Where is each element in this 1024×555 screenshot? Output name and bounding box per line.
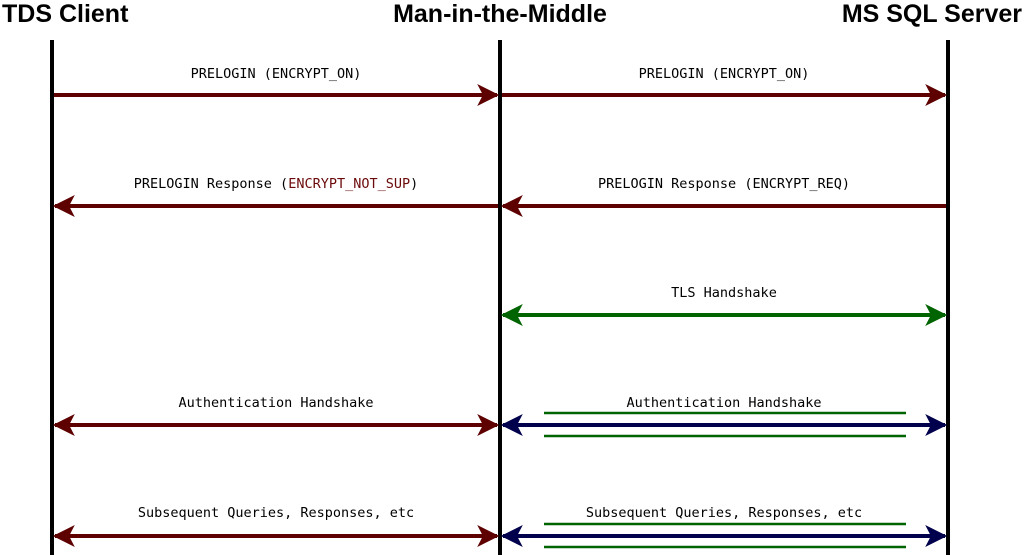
encrypt-not-sup-highlight: ENCRYPT_NOT_SUP [288, 176, 410, 192]
message-label-auth-client: Authentication Handshake [178, 395, 373, 411]
participant-mitm: Man-in-the-Middle [393, 0, 607, 28]
message-label-prelogin-response-client: PRELOGIN Response (ENCRYPT_NOT_SUP) [134, 176, 419, 192]
message-label-queries-client: Subsequent Queries, Responses, etc [138, 505, 414, 521]
message-label-queries-mitm: Subsequent Queries, Responses, etc [586, 505, 862, 521]
participant-client: TDS Client [2, 0, 129, 28]
participant-server: MS SQL Server [842, 0, 1022, 28]
message-label-prelogin-response-mitm: PRELOGIN Response (ENCRYPT_REQ) [598, 176, 850, 192]
message-label-prelogin-client: PRELOGIN (ENCRYPT_ON) [191, 66, 362, 82]
message-label-suffix: ) [410, 176, 418, 192]
message-label-prelogin-mitm: PRELOGIN (ENCRYPT_ON) [639, 66, 810, 82]
message-label-tls-handshake: TLS Handshake [671, 285, 777, 301]
message-label-auth-mitm: Authentication Handshake [626, 395, 821, 411]
message-label-prefix: PRELOGIN Response ( [134, 176, 288, 192]
